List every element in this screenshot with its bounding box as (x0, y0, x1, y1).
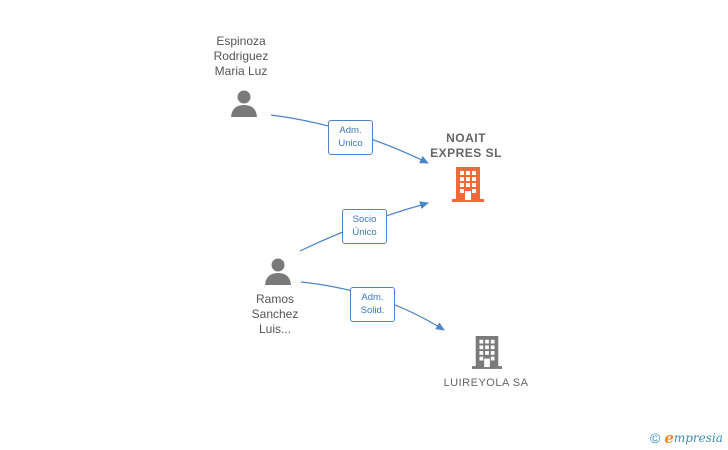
edge-label-socio-unico[interactable]: Socio Único (342, 209, 387, 244)
building-icon[interactable] (451, 166, 485, 202)
copyright-symbol: © (650, 430, 661, 446)
brand-logo-text: mpresia (673, 431, 723, 445)
company-name-luireyola[interactable]: LUIREYOLA SA (443, 377, 529, 389)
company-name-noait[interactable]: NOAIT EXPRES SL (430, 131, 502, 160)
brand-footer: © e mpresia (650, 428, 723, 448)
edge-label-adm-unico[interactable]: Adm. Unico (328, 120, 373, 155)
person-icon[interactable] (229, 88, 259, 118)
brand-logo-initial: e (664, 429, 674, 447)
person-icon[interactable] (263, 256, 293, 286)
person-name-ramos[interactable]: Ramos Sanchez Luis... (251, 292, 299, 336)
building-icon[interactable] (471, 334, 503, 370)
person-name-espinoza[interactable]: Espinoza Rodriguez Maria Luz (213, 34, 269, 78)
edge-label-adm-solid[interactable]: Adm. Solid. (350, 287, 395, 322)
